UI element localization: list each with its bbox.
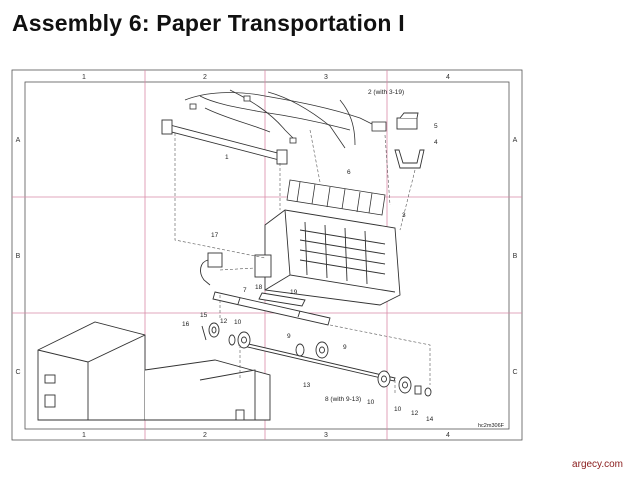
callout-19: 19 — [290, 289, 298, 296]
part-10-12-14-gears-drawing — [398, 376, 432, 397]
row-label-right-a: A — [513, 137, 518, 144]
drawing-code: hc2m306F — [478, 423, 505, 429]
col-label-bottom-1: 1 — [82, 432, 86, 439]
col-label-bottom-4: 4 — [446, 432, 450, 439]
callout-18: 18 — [255, 284, 263, 291]
callout-16: 16 — [182, 321, 190, 328]
wire-harness-drawing — [184, 89, 387, 149]
part-callouts: 1 2 (with 3-19) 3 4 5 6 7 8 (with 9-13) … — [182, 89, 505, 429]
callout-12b: 12 — [411, 410, 419, 417]
col-label-bottom-3: 3 — [324, 432, 328, 439]
part-7-guide-bar-drawing — [212, 291, 331, 326]
callout-17: 17 — [211, 232, 219, 239]
callout-9a: 9 — [287, 333, 291, 340]
part-15-16-gear-drawing — [201, 322, 251, 349]
part-18-plate-drawing — [258, 292, 306, 307]
row-label-left-b: B — [16, 253, 21, 260]
row-label-left-c: C — [15, 369, 20, 376]
part-1-shaft-drawing — [161, 119, 288, 165]
col-label-top-2: 2 — [203, 74, 207, 81]
callout-10b: 10 — [367, 399, 375, 406]
callout-2: 2 (with 3-19) — [368, 89, 404, 96]
part-3-transport-frame-drawing — [254, 209, 401, 306]
callout-13: 13 — [303, 382, 311, 389]
callout-9b: 9 — [343, 344, 347, 351]
callout-6: 6 — [347, 169, 351, 176]
dashed-leader-lines — [174, 129, 431, 395]
callout-14: 14 — [426, 416, 434, 423]
callout-8: 8 (with 9-13) — [325, 396, 361, 403]
callout-3: 3 — [402, 212, 406, 219]
row-label-right-b: B — [513, 253, 518, 260]
printer-body-drawing — [37, 321, 271, 421]
callout-1: 1 — [225, 154, 229, 161]
callout-7: 7 — [243, 287, 247, 294]
callout-15: 15 — [200, 312, 208, 319]
diagram-frame-outer — [11, 69, 523, 441]
col-label-top-1: 1 — [82, 74, 86, 81]
callout-4: 4 — [434, 139, 438, 146]
callout-12a: 12 — [220, 318, 228, 325]
diagram-frame-inner — [24, 81, 510, 430]
page-title: Assembly 6: Paper Transportation I — [12, 10, 405, 36]
part-6-guide-plates-drawing — [286, 179, 386, 216]
part-5-sensor-drawing — [396, 112, 419, 130]
grid-labels: 1 2 3 4 1 2 3 4 A B C A B C — [15, 74, 517, 439]
row-label-right-c: C — [512, 369, 517, 376]
callout-5: 5 — [434, 123, 438, 130]
col-label-top-4: 4 — [446, 74, 450, 81]
col-label-bottom-2: 2 — [203, 432, 207, 439]
callout-10a: 10 — [234, 319, 242, 326]
part-17-solenoid-drawing — [200, 252, 223, 286]
col-label-top-3: 3 — [324, 74, 328, 81]
part-4-bracket-drawing — [394, 149, 425, 169]
row-label-left-a: A — [16, 137, 21, 144]
footer-watermark: argecy.com — [572, 459, 623, 470]
callout-10c: 10 — [394, 406, 402, 413]
